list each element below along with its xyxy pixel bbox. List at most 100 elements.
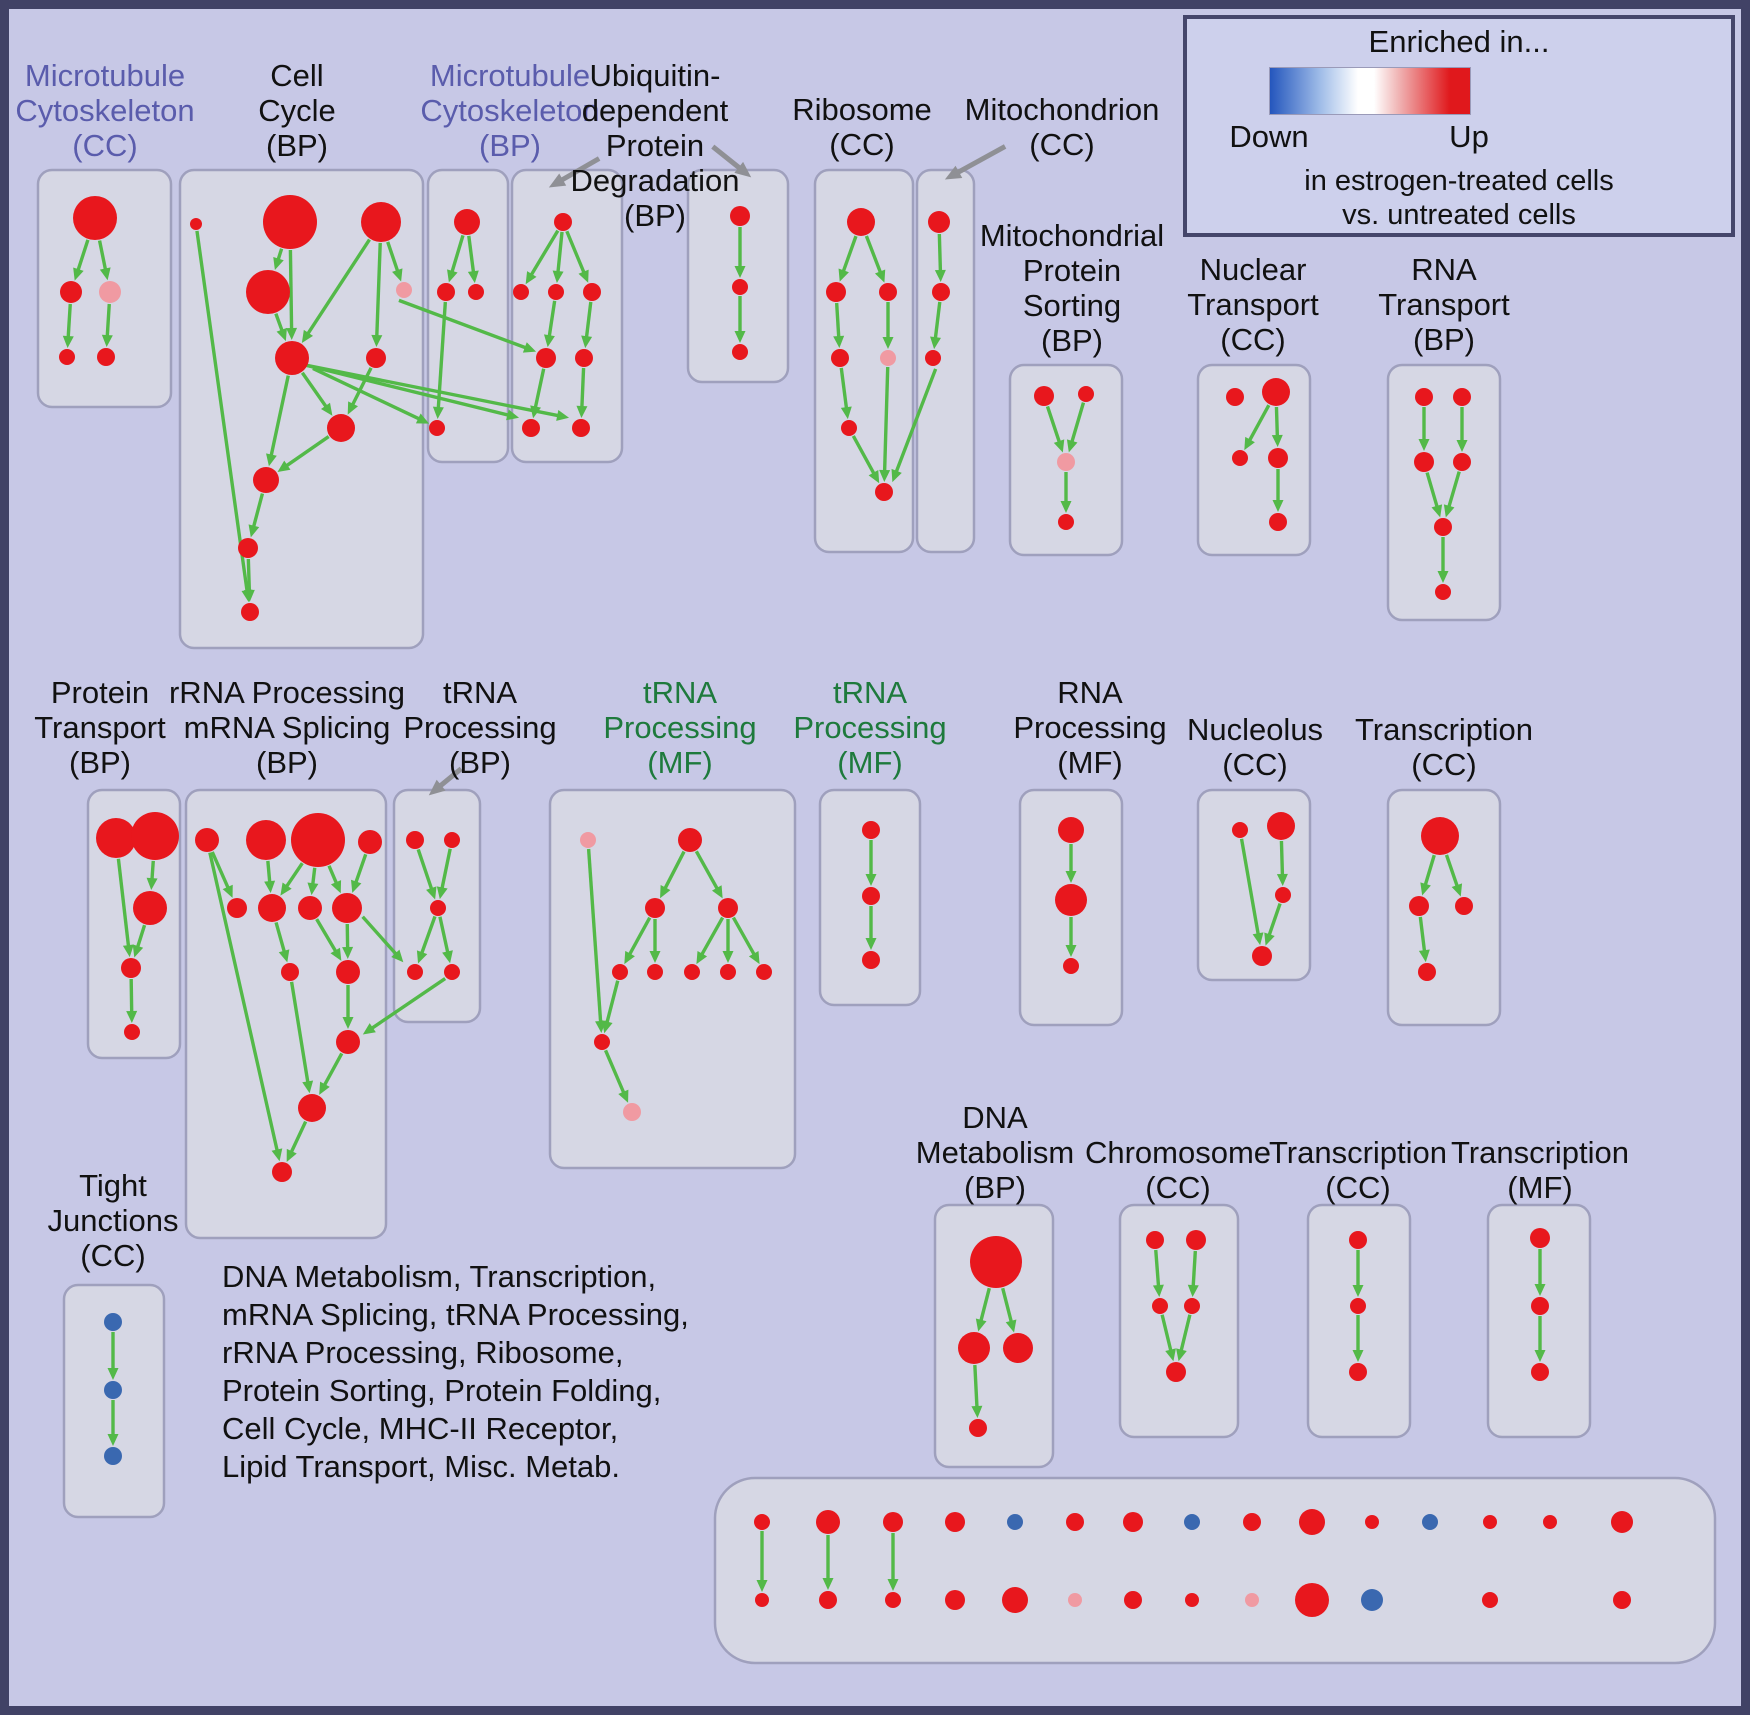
go-term-node bbox=[718, 898, 738, 918]
edge-arrowhead bbox=[99, 267, 111, 281]
go-term-node bbox=[1361, 1589, 1383, 1611]
misc-note-line: Protein Sorting, Protein Folding, bbox=[222, 1373, 662, 1408]
misc-note-line: rRNA Processing, Ribosome, bbox=[222, 1335, 624, 1370]
edge bbox=[416, 848, 434, 891]
edge bbox=[284, 435, 330, 468]
go-term-node bbox=[1243, 1513, 1261, 1531]
edge bbox=[834, 302, 841, 339]
edge-arrowhead bbox=[442, 950, 453, 964]
go-term-node bbox=[1007, 1514, 1023, 1530]
go-term-node bbox=[969, 1419, 987, 1437]
edge-arrowhead bbox=[833, 335, 845, 349]
go-term-node bbox=[246, 270, 290, 314]
edge-arrowhead bbox=[351, 879, 362, 893]
go-term-node bbox=[720, 964, 736, 980]
edge-arrowhead bbox=[1165, 1348, 1176, 1362]
go-term-node bbox=[684, 964, 700, 980]
label-pointer-arrow bbox=[437, 766, 463, 789]
cross-edge bbox=[312, 366, 421, 421]
edge-arrowhead bbox=[930, 336, 941, 350]
edge-arrowhead bbox=[319, 1081, 330, 1095]
go-term-node bbox=[190, 218, 202, 230]
edge-arrowhead bbox=[868, 470, 880, 484]
edge bbox=[1070, 402, 1086, 444]
edge-arrowhead bbox=[1005, 1319, 1017, 1333]
edge-arrowhead bbox=[734, 331, 746, 343]
edge-arrowhead bbox=[1418, 439, 1430, 451]
edge bbox=[288, 249, 294, 331]
edge-arrowhead bbox=[286, 327, 298, 341]
edge bbox=[274, 921, 287, 954]
go-term-node bbox=[1146, 1231, 1164, 1249]
go-term-node bbox=[1166, 1362, 1186, 1382]
go-term-node bbox=[1414, 452, 1434, 472]
go-term-node bbox=[104, 1313, 122, 1331]
go-term-node bbox=[932, 283, 950, 301]
go-term-node bbox=[1531, 1363, 1549, 1381]
edge-arrowhead bbox=[302, 1080, 314, 1094]
go-term-node bbox=[1057, 453, 1075, 471]
edge bbox=[1425, 472, 1440, 509]
go-term-node bbox=[1275, 887, 1291, 903]
edge bbox=[116, 858, 131, 948]
go-term-node bbox=[275, 341, 309, 375]
label-pointer-arrow bbox=[559, 156, 601, 183]
go-term-node bbox=[1530, 1228, 1550, 1248]
go-term-node bbox=[732, 279, 748, 295]
go-term-node bbox=[1152, 1298, 1168, 1314]
edge-arrowhead bbox=[544, 334, 555, 348]
go-term-node bbox=[594, 1034, 610, 1050]
edge-arrowhead bbox=[347, 401, 358, 415]
go-term-node bbox=[104, 1381, 122, 1399]
panel-chromosome-cc bbox=[1118, 1203, 1240, 1439]
edge-arrowhead bbox=[879, 469, 891, 483]
go-term-node bbox=[358, 830, 382, 854]
edge-arrowhead bbox=[436, 886, 448, 900]
edge-arrowhead bbox=[1451, 883, 1463, 897]
go-term-node bbox=[133, 891, 167, 925]
edge-arrowhead bbox=[126, 1010, 138, 1024]
go-term-node bbox=[1186, 1230, 1206, 1250]
go-term-node bbox=[444, 964, 460, 980]
edge-arrowhead bbox=[266, 453, 277, 467]
edge bbox=[627, 916, 652, 957]
edge bbox=[839, 367, 849, 410]
go-term-node bbox=[1299, 1509, 1325, 1535]
edge-arrowhead bbox=[277, 460, 291, 473]
edge bbox=[353, 853, 368, 885]
panel-microtubule-cytoskeleton-bp bbox=[426, 168, 510, 464]
go-term-node bbox=[536, 348, 556, 368]
go-term-node bbox=[1252, 946, 1272, 966]
edge bbox=[438, 916, 450, 954]
legend-caption-line2: vs. untreated cells bbox=[1342, 199, 1576, 231]
edge bbox=[105, 303, 111, 338]
go-term-node bbox=[816, 1510, 840, 1534]
edge bbox=[605, 980, 620, 1025]
cross-edge bbox=[361, 915, 398, 956]
go-term-node bbox=[430, 900, 446, 916]
edge bbox=[289, 981, 310, 1084]
go-term-node bbox=[572, 419, 590, 437]
go-term-node bbox=[1531, 1297, 1549, 1315]
edge bbox=[419, 915, 437, 955]
go-term-node bbox=[958, 1332, 990, 1364]
edge-arrowhead bbox=[342, 1017, 354, 1029]
edge bbox=[305, 238, 371, 336]
go-term-node bbox=[1543, 1515, 1557, 1529]
go-term-node bbox=[1245, 1593, 1259, 1607]
go-term-node bbox=[332, 893, 362, 923]
go-term-node bbox=[1409, 896, 1429, 916]
go-term-node bbox=[1611, 1511, 1633, 1533]
edge bbox=[1191, 1250, 1198, 1288]
edge bbox=[937, 233, 943, 273]
edge bbox=[731, 916, 757, 957]
go-term-node bbox=[1068, 1593, 1082, 1607]
edge bbox=[150, 860, 155, 881]
go-term-node bbox=[246, 820, 286, 860]
edge bbox=[1279, 840, 1285, 877]
panel-ribosome-cc bbox=[813, 168, 915, 554]
edge-arrowhead bbox=[865, 874, 877, 886]
cross-edge-arrowhead bbox=[522, 342, 537, 353]
edge-arrowhead bbox=[107, 1434, 119, 1446]
go-term-node bbox=[1184, 1298, 1200, 1314]
